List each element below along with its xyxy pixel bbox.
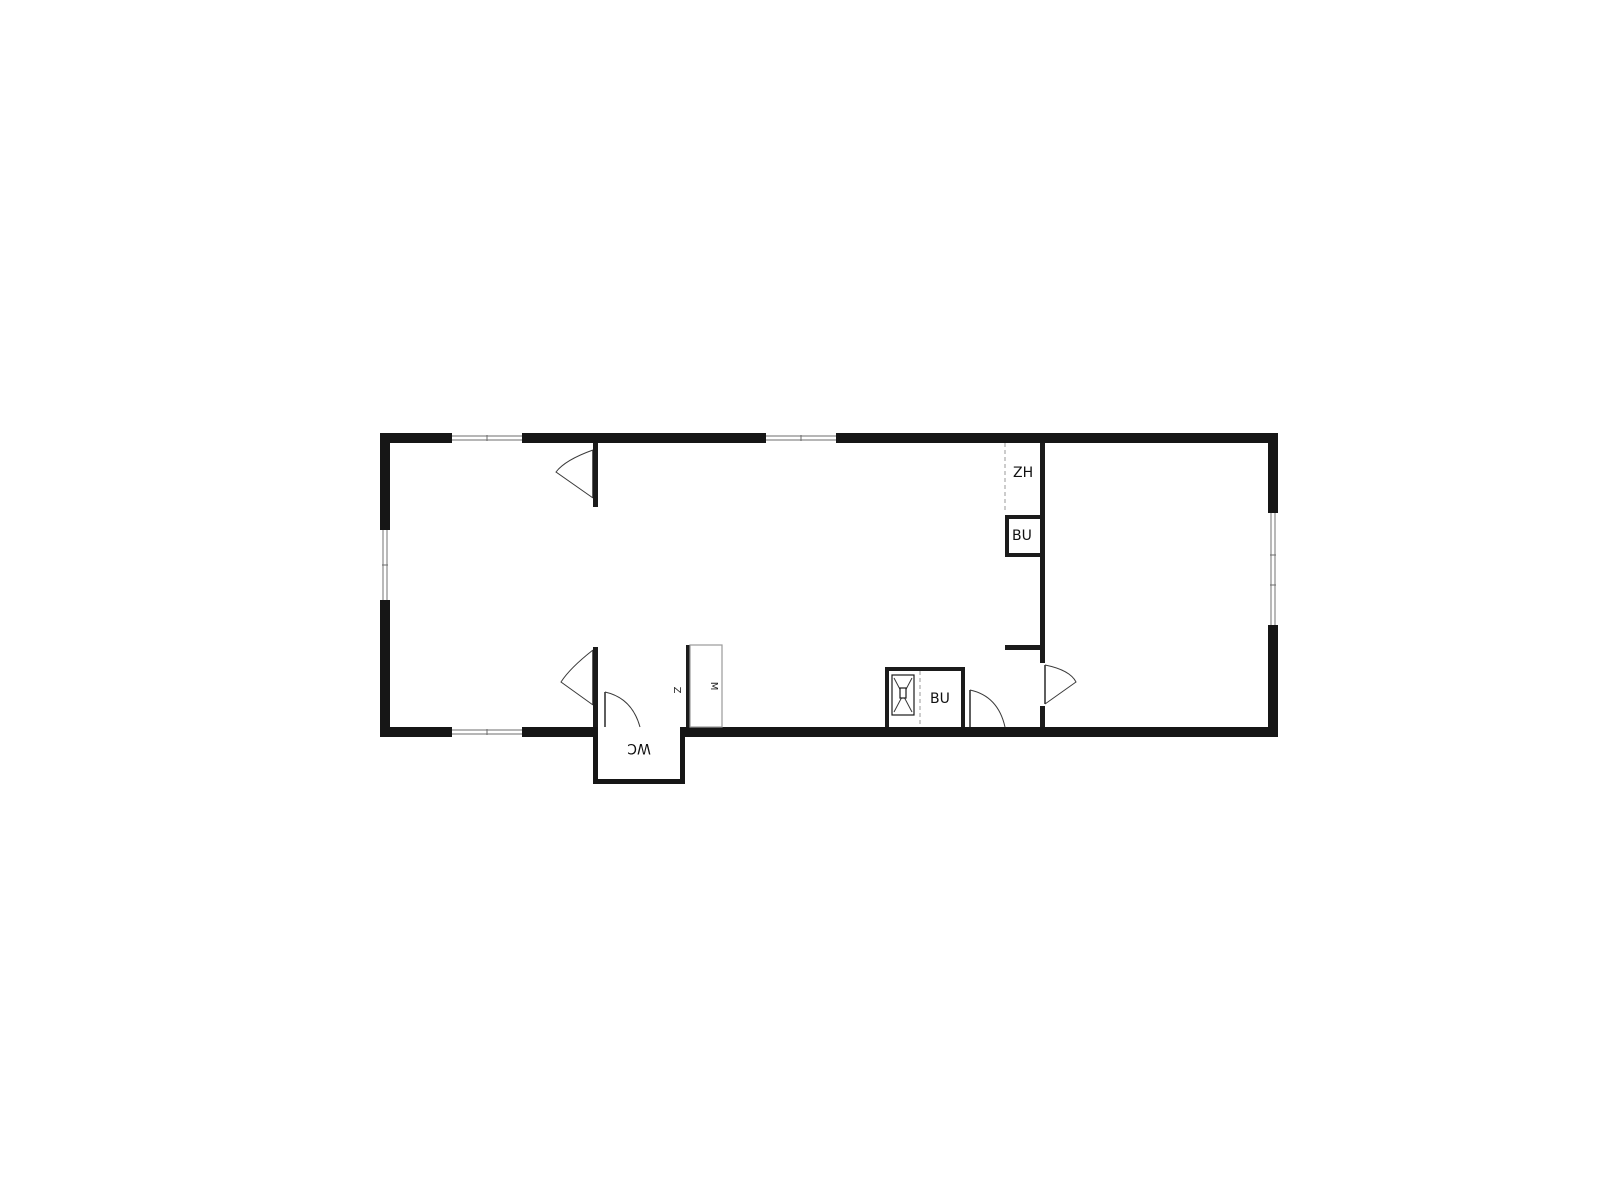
porch-wall-right [680, 727, 685, 783]
label-zh: ZH [1013, 465, 1033, 481]
bu-box-wall-top [1005, 515, 1043, 519]
door-bathroom [969, 689, 1006, 728]
window-right [1268, 513, 1278, 625]
label-wc: WC [627, 740, 651, 756]
door-lower-left [560, 649, 594, 706]
interior-walls [593, 443, 1045, 727]
wall-bottom [380, 727, 1278, 737]
shower-fixture [891, 674, 915, 716]
bath-box-wall-left [885, 667, 889, 727]
outer-walls [380, 433, 1278, 737]
labels: ZH BU BU WC M Z [627, 465, 1033, 756]
porch-wall-left [593, 727, 598, 783]
door-upper-left [555, 449, 594, 499]
door-entry [604, 691, 641, 728]
window-top-left [452, 433, 522, 443]
wardrobe-outline [689, 644, 723, 728]
window-left [380, 530, 390, 600]
windows [380, 433, 1278, 737]
porch-wall-bottom [593, 779, 685, 784]
wardrobe-wall [686, 645, 690, 727]
label-wardrobe-m: M [708, 682, 719, 691]
bath-box-wall-right [961, 667, 965, 727]
partition-stub [1005, 645, 1045, 650]
bu-box-wall-left [1005, 515, 1009, 557]
doors [555, 449, 1077, 728]
entry-porch [593, 727, 685, 784]
partition-right-bottom [1040, 706, 1045, 727]
fixtures [689, 443, 1006, 728]
label-bu-top: BU [1012, 528, 1032, 544]
door-right-room [1044, 664, 1077, 705]
partition-left-upper [593, 443, 598, 507]
bath-box-wall-top [885, 667, 965, 671]
label-small-mark: Z [671, 687, 682, 694]
window-bottom-left [452, 727, 522, 737]
partition-left-lower [593, 647, 598, 727]
window-top-middle [766, 433, 836, 443]
label-bu-bottom: BU [930, 691, 950, 707]
bu-box-wall-bottom [1005, 553, 1043, 557]
